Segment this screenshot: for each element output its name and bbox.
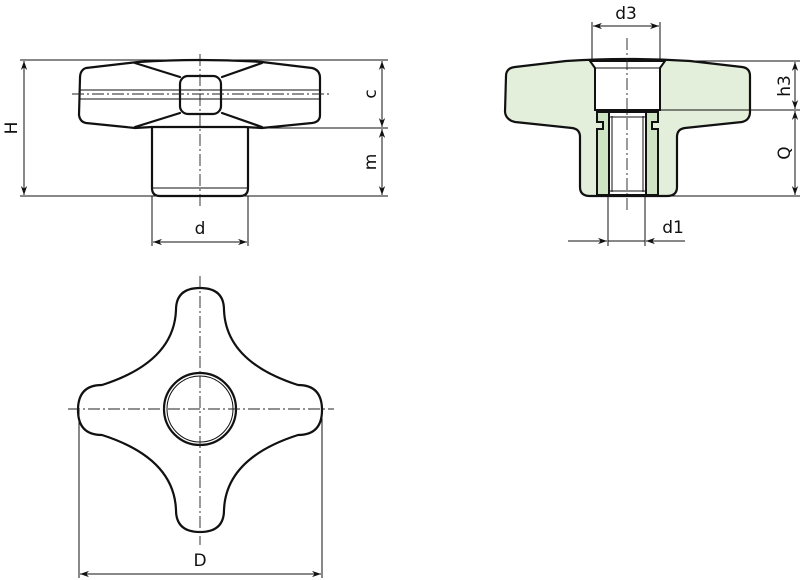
top-view: D <box>68 276 334 578</box>
dimension-D-label: D <box>193 551 206 571</box>
knob-wing-lines <box>133 61 264 129</box>
dimension-Q-label: Q <box>775 146 795 159</box>
dimension-d1-label: d1 <box>662 218 684 238</box>
dimension-d3-label: d3 <box>615 4 637 24</box>
knob-hub <box>178 74 223 116</box>
dimension-m-label: m <box>361 154 381 171</box>
dimension-c-label: c <box>361 89 381 98</box>
side-view: H c m d <box>2 54 388 246</box>
section-view: d3 h3 Q d1 <box>503 4 800 246</box>
dimension-h3-label: h3 <box>775 75 795 97</box>
dimension-H-label: H <box>2 122 22 135</box>
four-lobe-outline <box>76 286 324 534</box>
dimension-d-label: d <box>195 219 206 239</box>
threaded-bore <box>608 111 647 196</box>
